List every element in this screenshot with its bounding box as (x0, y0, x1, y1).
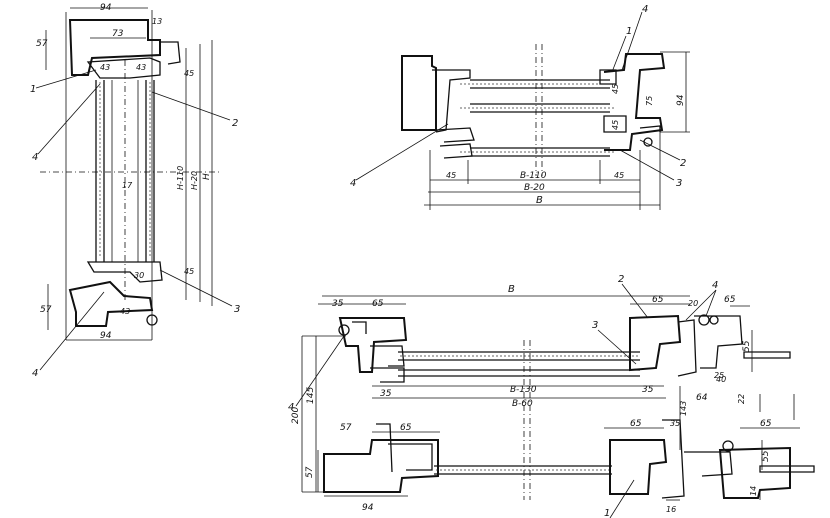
bot-dim-35-c: 35 (670, 419, 680, 428)
bot-dim-35-left: 35 (332, 299, 344, 309)
left-dim-43b: 43 (136, 63, 146, 72)
bot-dim-b60: B-60 (512, 399, 533, 409)
left-dim-57-top: 57 (36, 39, 48, 49)
top-dim-45-right: 45 (614, 171, 624, 180)
bot-dim-55-bot: 55 (761, 450, 771, 462)
left-dim-h: H (202, 173, 212, 180)
bot-dim-b130: B-130 (510, 385, 537, 395)
bot-dim-65-br: 65 (630, 419, 642, 429)
left-dim-30: 30 (134, 271, 144, 280)
bot-dim-64: 64 (696, 393, 708, 403)
left-dim-73: 73 (112, 29, 124, 39)
top-callout-3: 3 (676, 178, 682, 189)
left-callout-2: 2 (232, 118, 238, 129)
bot-dim-22: 22 (737, 394, 746, 404)
left-dim-43-bot: 43 (120, 307, 130, 316)
bot-dim-57-a: 57 (340, 423, 352, 433)
left-callout-3: 3 (234, 304, 240, 315)
top-dim-45-a: 45 (611, 84, 620, 94)
bot-dim-145: 145 (306, 387, 316, 404)
bot-dim-200: 200 (291, 407, 301, 424)
left-dim-h110: H-110 (176, 166, 185, 190)
left-callout-4b: 4 (32, 368, 38, 379)
bot-dim-14: 14 (749, 486, 758, 496)
bot-dim-35-a: 35 (380, 389, 392, 399)
bot-callout-4b: 4 (288, 402, 294, 413)
left-dim-45-bot: 45 (184, 267, 194, 276)
top-callout-4b: 4 (350, 178, 356, 189)
top-dim-45-left: 45 (446, 171, 456, 180)
left-dim-h20: H-20 (190, 171, 199, 190)
bot-dim-143: 143 (679, 401, 688, 416)
bot-dim-94: 94 (362, 503, 374, 513)
bot-dim-65-far: 65 (724, 295, 736, 305)
bot-callout-1: 1 (604, 508, 610, 518)
top-dim-b20: B-20 (524, 183, 545, 193)
top-right-section: 45 45 B-110 B-20 B 94 75 45 45 1 4 2 3 4 (350, 4, 690, 210)
left-vertical-section: 94 73 13 57 43 43 45 H-110 H-20 H 17 30 … (30, 3, 240, 379)
bot-dim-55-top: 55 (742, 340, 752, 352)
bot-callout-4a: 4 (712, 280, 718, 291)
top-dim-b110: B-110 (520, 171, 547, 181)
bot-callout-3: 3 (592, 320, 598, 331)
top-callout-1: 1 (626, 26, 632, 37)
left-dim-43a: 43 (100, 63, 110, 72)
bottom-section: 35 65 B 65 20 65 B-130 35 B-60 35 55 64 … (288, 274, 815, 518)
bot-dim-65-right: 65 (652, 295, 664, 305)
left-dim-13: 13 (152, 17, 162, 26)
left-dim-57-bot: 57 (40, 305, 52, 315)
left-dim-width-top: 94 (100, 3, 112, 13)
bot-callout-2: 2 (618, 274, 624, 285)
top-dim-45-b: 45 (611, 120, 620, 130)
left-callout-1: 1 (30, 84, 36, 95)
top-callout-4a: 4 (642, 4, 648, 15)
bot-dim-65-bl: 65 (400, 423, 412, 433)
top-callout-2: 2 (680, 158, 686, 169)
bot-dim-57-b: 57 (305, 466, 315, 478)
bot-dim-16: 16 (666, 505, 676, 514)
top-dim-75: 75 (645, 96, 654, 106)
bot-dim-35-b: 35 (642, 385, 654, 395)
bot-dim-25: 25 (714, 371, 724, 380)
bot-dim-40: 40 (716, 375, 726, 384)
bot-dim-65-left: 65 (372, 299, 384, 309)
left-dim-17: 17 (122, 181, 133, 190)
bot-dim-b-top: B (508, 284, 515, 295)
bot-dim-65-far-b: 65 (760, 419, 772, 429)
top-dim-94: 94 (676, 94, 686, 106)
left-dim-width-bot: 94 (100, 331, 112, 341)
top-dim-b: B (536, 195, 543, 206)
left-dim-45-top: 45 (184, 69, 194, 78)
left-callout-4a: 4 (32, 152, 38, 163)
bot-dim-20: 20 (688, 299, 698, 308)
